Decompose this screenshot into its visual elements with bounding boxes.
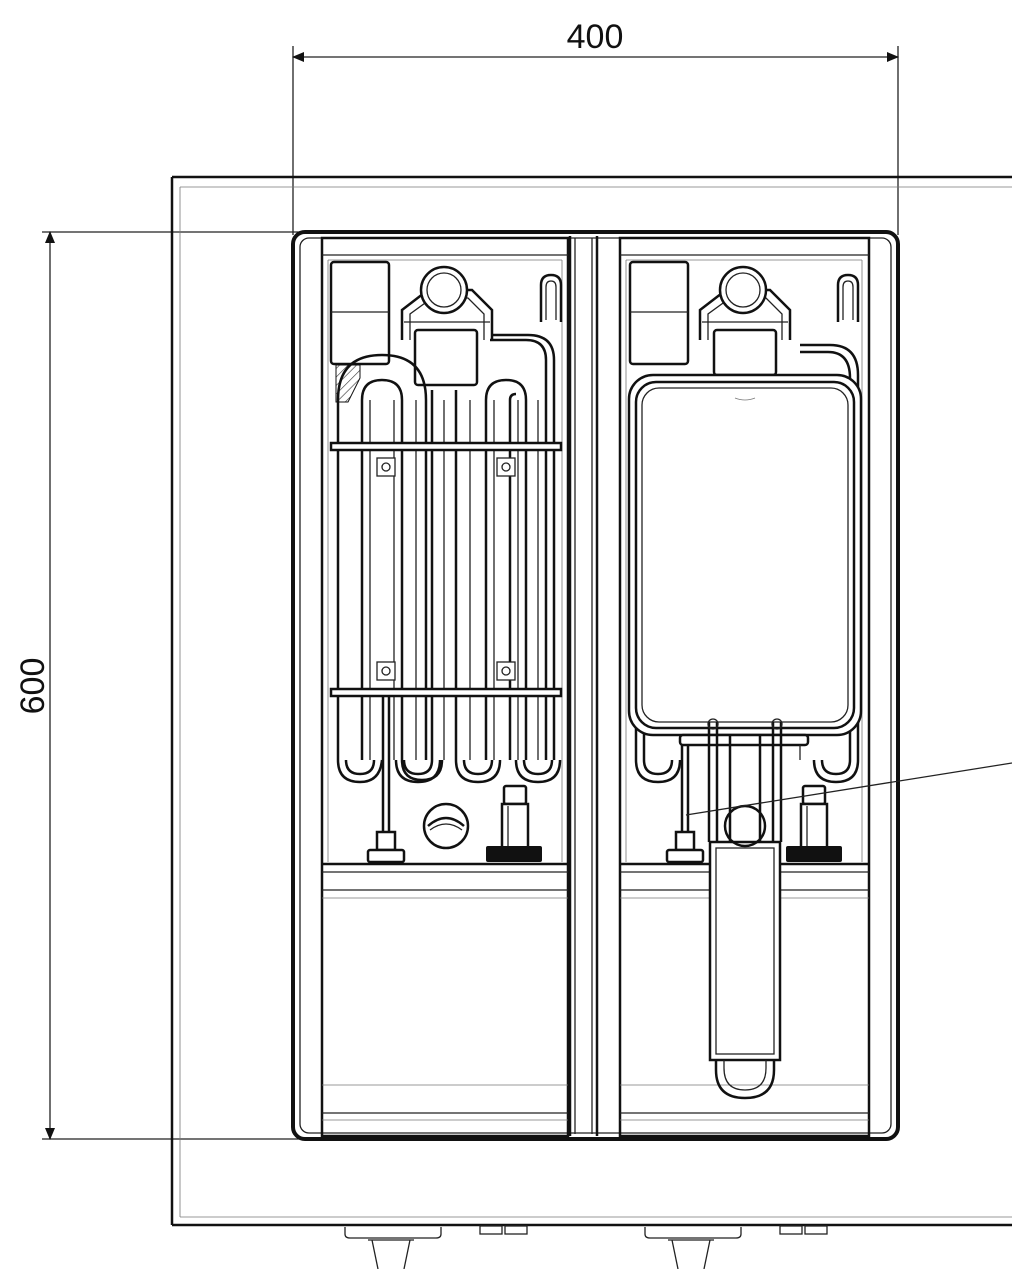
safety-thermostat-right: [786, 784, 842, 862]
outer-housing: [170, 175, 1012, 1227]
adjustable-feet: [344, 1225, 828, 1269]
height-dimension: 600: [14, 231, 300, 1140]
top-frame: [291, 230, 900, 1141]
thermostat-probe-left: [366, 696, 406, 864]
left-fryer-well: [320, 236, 570, 1138]
small-connectors: [479, 1225, 828, 1235]
element-hinge-left: [400, 265, 494, 387]
foot-left: [344, 1227, 442, 1269]
element-hinge-right: [698, 265, 792, 377]
cable-hook-left: [539, 273, 563, 322]
leader-line: [685, 762, 1012, 816]
cable-hook-right: [836, 273, 860, 322]
drain-outlet-left: [422, 802, 470, 850]
thermostat-housing-right: [628, 260, 690, 366]
height-dimension-label: 600: [14, 658, 52, 715]
width-dimension: 400: [292, 18, 899, 235]
foot-right: [644, 1227, 742, 1269]
width-dimension-label: 400: [567, 18, 624, 56]
safety-thermostat-left: [486, 784, 542, 862]
thermostat-probe-right: [665, 745, 705, 864]
heating-elements-left: [336, 333, 562, 784]
frying-basket: [627, 373, 863, 1100]
right-fryer-well: [618, 236, 1012, 1138]
element-support-bars-left: [329, 441, 563, 698]
